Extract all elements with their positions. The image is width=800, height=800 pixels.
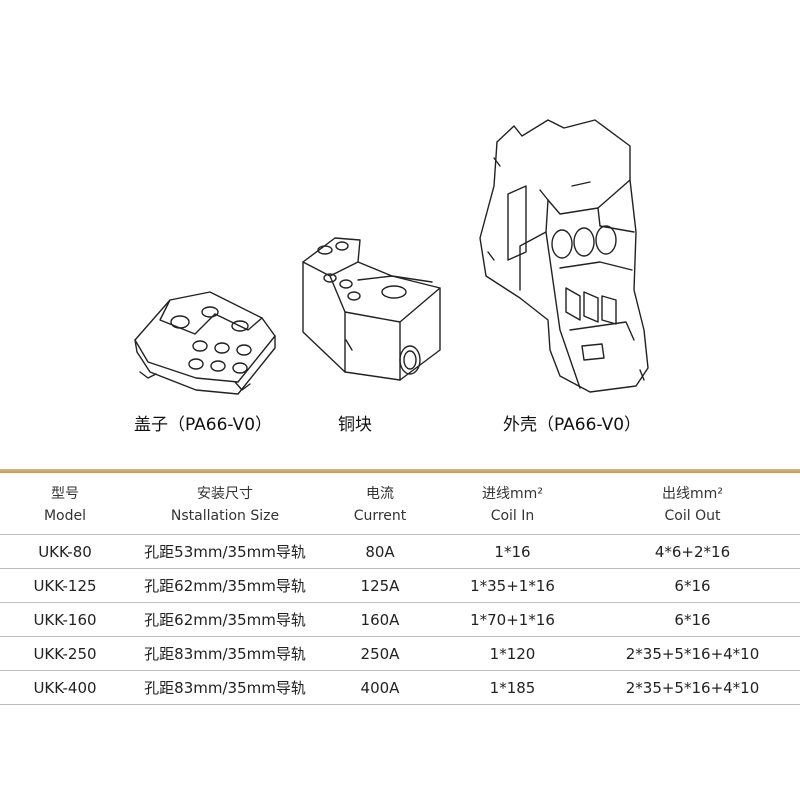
- header-size-cn: 安装尺寸: [197, 486, 253, 502]
- table-top-rule: [0, 469, 800, 473]
- cell-coil-in: 1*35+1*16: [440, 568, 585, 603]
- header-current: 电流 Current: [320, 476, 440, 535]
- header-coil-out-cn: 出线mm²: [662, 486, 723, 502]
- cell-model: UKK-125: [0, 568, 130, 603]
- copper-block-caption: 铜块: [338, 415, 372, 435]
- header-size: 安装尺寸 Nstallation Size: [130, 476, 320, 535]
- cell-coil-in: 1*16: [440, 534, 585, 569]
- header-size-en: Nstallation Size: [170, 508, 280, 524]
- header-current-en: Current: [353, 508, 407, 524]
- header-coil-out-en: Coil Out: [664, 508, 721, 524]
- header-coil-in-en: Coil In: [490, 508, 535, 524]
- table-row: UKK-400 孔距83mm/35mm导轨 400A 1*185 2*35+5*…: [0, 670, 800, 705]
- cell-current: 400A: [320, 670, 440, 705]
- cell-model: UKK-160: [0, 602, 130, 637]
- cell-coil-in: 1*120: [440, 636, 585, 671]
- housing-caption: 外壳（PA66-V0）: [503, 415, 642, 435]
- cell-size: 孔距62mm/35mm导轨: [130, 602, 320, 637]
- cell-coil-out: 6*16: [585, 602, 800, 637]
- cell-size: 孔距62mm/35mm导轨: [130, 568, 320, 603]
- cell-model: UKK-250: [0, 636, 130, 671]
- cover-caption: 盖子（PA66-V0）: [134, 415, 273, 435]
- cell-coil-out: 4*6+2*16: [585, 534, 800, 569]
- cell-model: UKK-400: [0, 670, 130, 705]
- header-model-en: Model: [43, 508, 87, 524]
- cell-coil-in: 1*70+1*16: [440, 602, 585, 637]
- cell-size: 孔距83mm/35mm导轨: [130, 670, 320, 705]
- table-header-row: 型号 Model 安装尺寸 Nstallation Size 电流 Curren…: [0, 476, 800, 535]
- cell-coil-out: 2*35+5*16+4*10: [585, 670, 800, 705]
- cell-coil-out: 6*16: [585, 568, 800, 603]
- cover-drawing: [134, 291, 276, 395]
- header-coil-in-cn: 进线mm²: [482, 486, 543, 502]
- table-row: UKK-250 孔距83mm/35mm导轨 250A 1*120 2*35+5*…: [0, 636, 800, 671]
- header-model-cn: 型号: [51, 486, 79, 502]
- copper-block-drawing: [302, 237, 441, 381]
- header-coil-in: 进线mm² Coil In: [440, 476, 585, 535]
- cell-model: UKK-80: [0, 534, 130, 569]
- cell-size: 孔距83mm/35mm导轨: [130, 636, 320, 671]
- table-row: UKK-160 孔距62mm/35mm导轨 160A 1*70+1*16 6*1…: [0, 602, 800, 637]
- parts-illustration: [134, 119, 649, 395]
- cell-current: 160A: [320, 602, 440, 637]
- table-row: UKK-80 孔距53mm/35mm导轨 80A 1*16 4*6+2*16: [0, 534, 800, 569]
- cell-current: 125A: [320, 568, 440, 603]
- cell-coil-in: 1*185: [440, 670, 585, 705]
- cell-current: 80A: [320, 534, 440, 569]
- cell-current: 250A: [320, 636, 440, 671]
- table-row: UKK-125 孔距62mm/35mm导轨 125A 1*35+1*16 6*1…: [0, 568, 800, 603]
- header-current-cn: 电流: [366, 486, 394, 502]
- cell-coil-out: 2*35+5*16+4*10: [585, 636, 800, 671]
- header-coil-out: 出线mm² Coil Out: [585, 476, 800, 535]
- cell-size: 孔距53mm/35mm导轨: [130, 534, 320, 569]
- header-model: 型号 Model: [0, 476, 130, 535]
- housing-drawing: [479, 119, 649, 393]
- spec-table: 型号 Model 安装尺寸 Nstallation Size 电流 Curren…: [0, 476, 800, 705]
